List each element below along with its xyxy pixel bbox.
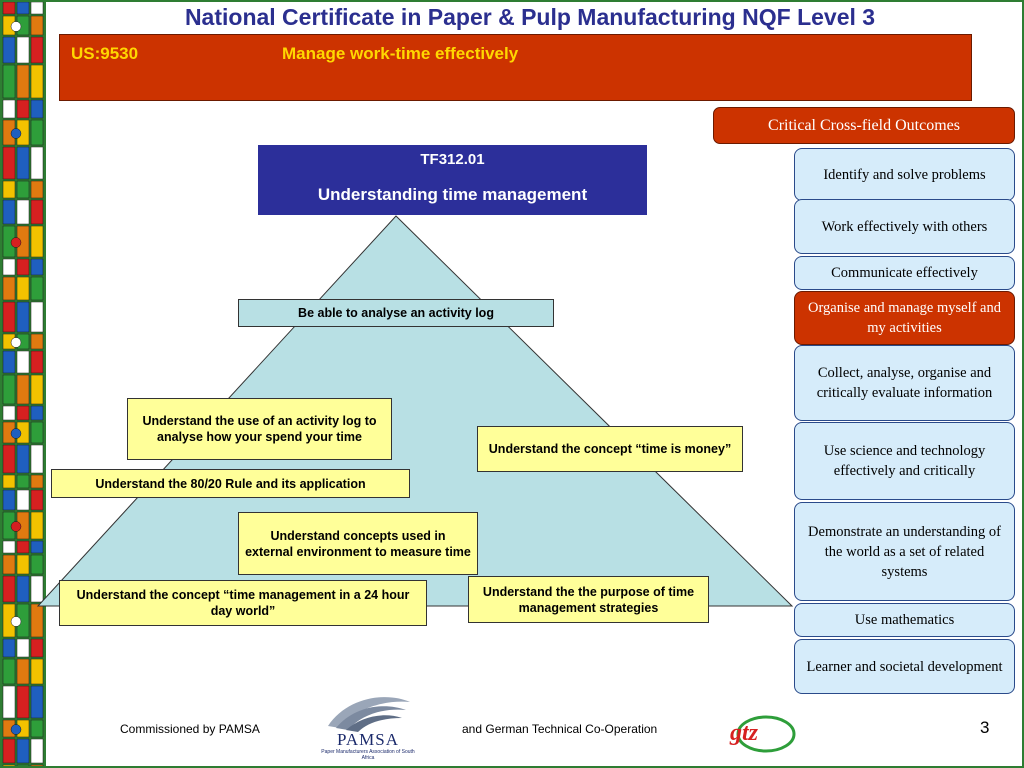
ccfo-item-related-systems: Demonstrate an understanding of the worl… (794, 502, 1015, 601)
topic-title: Understanding time management (317, 185, 588, 204)
ccfo-item-societal-development: Learner and societal development (794, 639, 1015, 694)
topic-box: TF312.01 Understanding time management (258, 145, 647, 215)
footer-commissioned: Commissioned by PAMSA (120, 722, 260, 736)
pamsa-swoosh-icon (328, 697, 410, 732)
slide-title: National Certificate in Paper & Pulp Man… (184, 4, 876, 30)
outcome-activity-log: Be able to analyse an activity log (238, 299, 554, 327)
outcome-strategies: Understand the the purpose of time manag… (468, 576, 709, 623)
unit-standard-title: Manage work-time effectively (282, 44, 519, 63)
ccfo-item-organise-manage: Organise and manage myself and my activi… (794, 291, 1015, 345)
footer-cooperation: and German Technical Co-Operation (462, 722, 658, 736)
ccfo-item-solve-problems: Identify and solve problems (794, 148, 1015, 201)
pamsa-subtitle: Paper Manufacturers Association of South… (321, 749, 415, 761)
topic-code: TF312.01 (420, 151, 485, 168)
outcome-use-activity-log: Understand the use of an activity log to… (127, 398, 392, 460)
gtz-ring-icon (736, 715, 796, 753)
ccfo-header: Critical Cross-field Outcomes (713, 107, 1015, 144)
gtz-wordmark: gtz (730, 720, 759, 746)
decorative-side-strip (0, 0, 46, 768)
unit-standard-code: US:9530 (71, 44, 139, 63)
ccfo-item-science-technology: Use science and technology effectively a… (794, 422, 1015, 500)
ccfo-item-collect-analyse: Collect, analyse, organise and criticall… (794, 345, 1015, 421)
outcome-80-20-rule: Understand the 80/20 Rule and its applic… (51, 469, 410, 498)
pamsa-logo: PAMSA Paper Manufacturers Association of… (318, 692, 418, 762)
page-number: 3 (980, 718, 990, 737)
ccfo-item-work-with-others: Work effectively with others (794, 199, 1015, 254)
outcome-24-hour-day: Understand the concept “time management … (59, 580, 427, 626)
gtz-logo: gtz (726, 714, 798, 754)
ccfo-item-communicate: Communicate effectively (794, 256, 1015, 290)
outcome-external-concepts: Understand concepts used in external env… (238, 512, 478, 575)
pamsa-name: PAMSA (336, 730, 400, 749)
ccfo-item-mathematics: Use mathematics (794, 603, 1015, 637)
unit-standard-banner: US:9530 Manage work-time effectively (59, 34, 972, 101)
outcome-time-is-money: Understand the concept “time is money” (477, 426, 743, 472)
